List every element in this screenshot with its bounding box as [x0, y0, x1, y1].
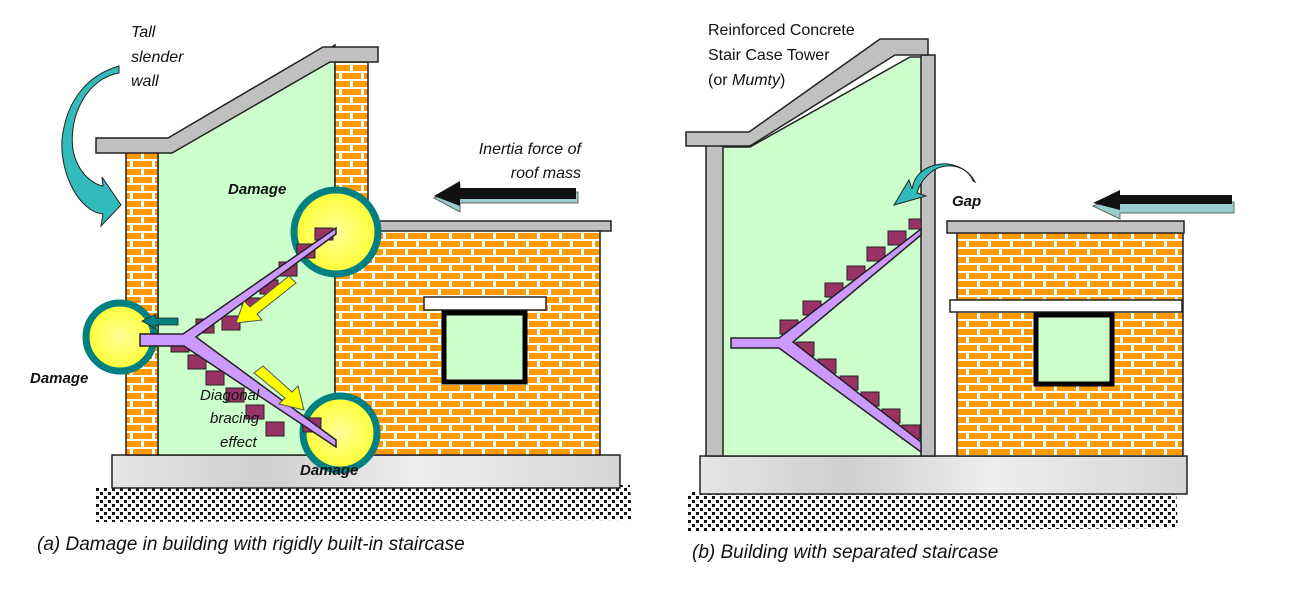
- tower-label-3: (or Mumty): [708, 72, 785, 89]
- diagonal-label-1: Diagonal: [200, 387, 260, 404]
- lintel-b: [949, 299, 1183, 313]
- tower-roof-slab: [685, 38, 929, 147]
- tower-label-3-post: ): [780, 72, 785, 89]
- stair-flight-b: [730, 227, 922, 454]
- window-a: [441, 310, 528, 385]
- caption-a: (a) Damage in building with rigidly buil…: [37, 534, 465, 555]
- gap-arrow: [892, 163, 977, 206]
- tower-label-3-mumty: Mumty: [732, 72, 781, 89]
- sloped-roof-slab-a: [95, 46, 379, 154]
- tower-column-right: [920, 54, 936, 457]
- tower-label-3-pre: (or: [708, 72, 732, 89]
- diagonal-label-2: bracing: [210, 410, 260, 427]
- inertia-force-arrow-b: [1091, 190, 1235, 220]
- diagonal-label-3: effect: [220, 434, 258, 451]
- damage-label-bottom: Damage: [300, 462, 358, 479]
- inertia-label-2: roof mass: [511, 165, 581, 182]
- panel-a: Tall slender wall Inertia force of roof …: [30, 24, 632, 555]
- foundation-b: [699, 455, 1188, 495]
- lintel-a: [423, 296, 547, 311]
- caption-b: (b) Building with separated staircase: [692, 542, 998, 563]
- panel-b: Reinforced Concrete Stair Case Tower (or…: [685, 22, 1235, 563]
- tall-wall-label-1: Tall: [131, 24, 156, 41]
- gap-label: Gap: [952, 193, 981, 210]
- roof-slab-b: [946, 220, 1185, 234]
- damage-zone-bottom: [299, 392, 381, 474]
- damage-label-top: Damage: [228, 181, 286, 198]
- inertia-label-1: Inertia force of: [479, 141, 583, 158]
- inertia-force-arrow-a: [432, 181, 579, 213]
- push-arrow-left: [141, 313, 179, 330]
- tall-wall-label-2: slender: [131, 49, 184, 66]
- window-b: [1033, 312, 1115, 387]
- tall-wall-label-3: wall: [131, 73, 159, 90]
- soil-a: [95, 485, 632, 522]
- soil-b: [688, 487, 1178, 532]
- curved-force-arrow-a: [61, 65, 122, 228]
- tower-label-1: Reinforced Concrete: [708, 22, 855, 39]
- tower-label-2: Stair Case Tower: [708, 47, 830, 64]
- stair-flight-a: [139, 226, 337, 449]
- bracing-arrow-upper: [235, 275, 297, 324]
- bracing-arrow-lower: [253, 365, 305, 411]
- tall-wall-label: Tall slender wall: [131, 24, 184, 90]
- damage-label-left: Damage: [30, 370, 88, 387]
- tower-column-left: [705, 144, 724, 457]
